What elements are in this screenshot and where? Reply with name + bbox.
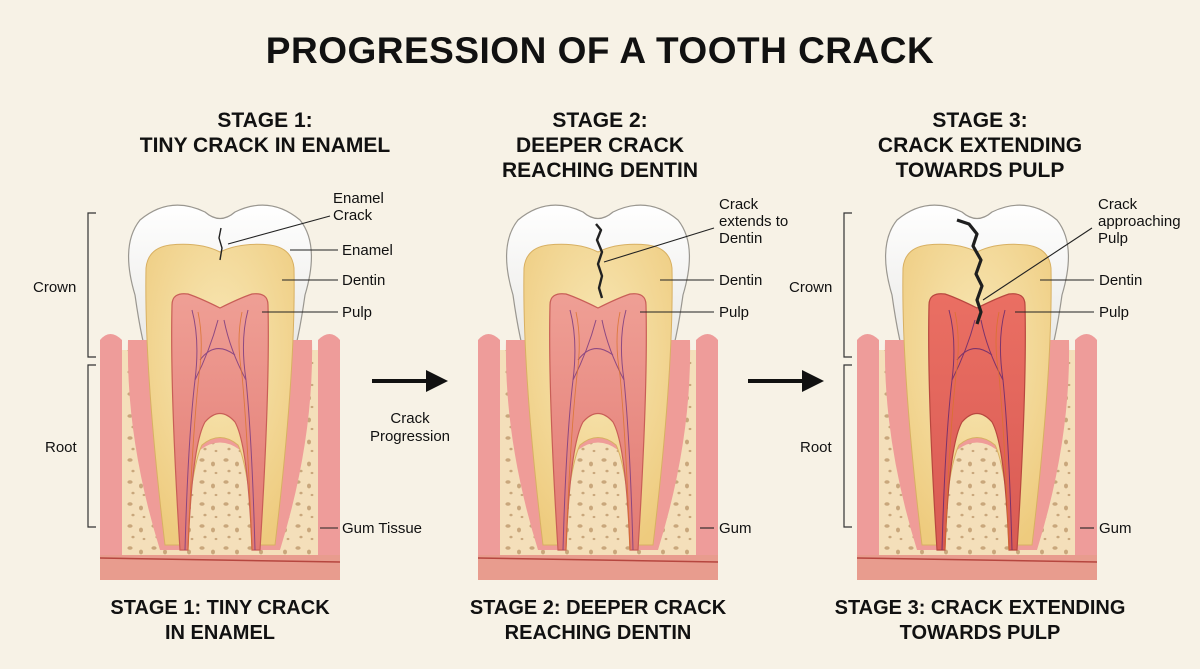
crown-label-stage-3: Crown: [789, 279, 833, 296]
stage-3-heading: STAGE 3: CRACK EXTENDING TOWARDS PULP: [810, 108, 1150, 183]
crack-extends-label-line: Dentin: [719, 230, 763, 247]
crown-label-stage-1: Crown: [33, 279, 77, 296]
progression-arrow-2: [748, 370, 824, 392]
stage-1-caption: STAGE 1: TINY CRACK IN ENAMEL: [40, 596, 400, 646]
dentin-label-stage-3: Dentin: [1099, 272, 1143, 289]
stage-3-heading-line: CRACK EXTENDING: [877, 134, 1083, 157]
stage-1-heading-line: STAGE 1:: [217, 109, 313, 132]
stage-3-caption-line: STAGE 3: CRACK EXTENDING: [834, 597, 1126, 619]
crack-approaching-label-line: approaching: [1098, 213, 1181, 230]
stage-2-caption: STAGE 2: DEEPER CRACK REACHING DENTIN: [418, 596, 778, 646]
diagram-title: PROGRESSION OF A TOOTH CRACK: [265, 30, 935, 71]
crack-approaching-label-line: Crack: [1098, 196, 1138, 213]
crack-progression-label: Crack Progression: [350, 410, 470, 446]
dentin-label-stage-1: Dentin: [342, 272, 386, 289]
crack-approaching-label-line: Pulp: [1098, 230, 1129, 247]
gum-label-stage-2: Gum: [719, 520, 752, 537]
stage-3-heading-line: STAGE 3:: [932, 109, 1028, 132]
tooth-illustration-stage-2: [478, 190, 718, 580]
crack-extends-label-line: Crack: [719, 196, 759, 213]
dentin-label-stage-2: Dentin: [719, 272, 763, 289]
stage-1-heading-line: TINY CRACK IN ENAMEL: [139, 134, 391, 157]
stage-3-caption-line: TOWARDS PULP: [899, 622, 1061, 644]
stage-2-heading: STAGE 2: DEEPER CRACK REACHING DENTIN: [430, 108, 770, 183]
stage-2-caption-line: STAGE 2: DEEPER CRACK: [469, 597, 727, 619]
stage-1-caption-line: STAGE 1: TINY CRACK: [110, 597, 330, 619]
enamel-crack-label-line: Enamel: [333, 190, 384, 207]
root-label-stage-1: Root: [45, 439, 77, 456]
crack-approaching-label: Crack approaching Pulp: [1098, 196, 1181, 247]
stage-2-heading-line: REACHING DENTIN: [501, 159, 698, 182]
tooth-illustration-stage-1: [100, 190, 340, 580]
stage-1-heading: STAGE 1: TINY CRACK IN ENAMEL: [95, 108, 435, 158]
root-label-stage-3: Root: [800, 439, 832, 456]
dentin-crack: [595, 223, 604, 299]
enamel-crack: [218, 227, 223, 261]
tooth-illustration-stage-3: [857, 190, 1097, 580]
stage-3-heading-line: TOWARDS PULP: [895, 159, 1065, 182]
gum-right: [318, 334, 340, 580]
progression-arrow-1: [372, 370, 448, 392]
stage-2-heading-line: STAGE 2:: [552, 109, 648, 132]
pulp-label-stage-1: Pulp: [342, 304, 373, 321]
pulp-label-stage-2: Pulp: [719, 304, 750, 321]
stage-1-caption-line: IN ENAMEL: [165, 622, 275, 644]
pulp-label-stage-3: Pulp: [1099, 304, 1130, 321]
stage-2-caption-line: REACHING DENTIN: [504, 622, 692, 644]
enamel-crack-label: Enamel Crack: [333, 190, 384, 224]
crack-progression-label-line: Crack: [390, 410, 430, 427]
gum-tissue-label: Gum Tissue: [342, 520, 423, 537]
crack-progression-label-line: Progression: [369, 428, 451, 445]
crack-extends-label-line: extends to: [719, 213, 789, 230]
gum-label-stage-3: Gum: [1099, 520, 1132, 537]
enamel-label: Enamel: [342, 242, 393, 259]
stage-3-caption: STAGE 3: CRACK EXTENDING TOWARDS PULP: [800, 596, 1160, 646]
enamel-crack-label-line: Crack: [333, 207, 373, 224]
gum-left: [100, 334, 122, 580]
crack-extends-label: Crack extends to Dentin: [719, 196, 788, 247]
pulp-crack: [956, 218, 984, 325]
stage-2-heading-line: DEEPER CRACK: [515, 134, 685, 157]
